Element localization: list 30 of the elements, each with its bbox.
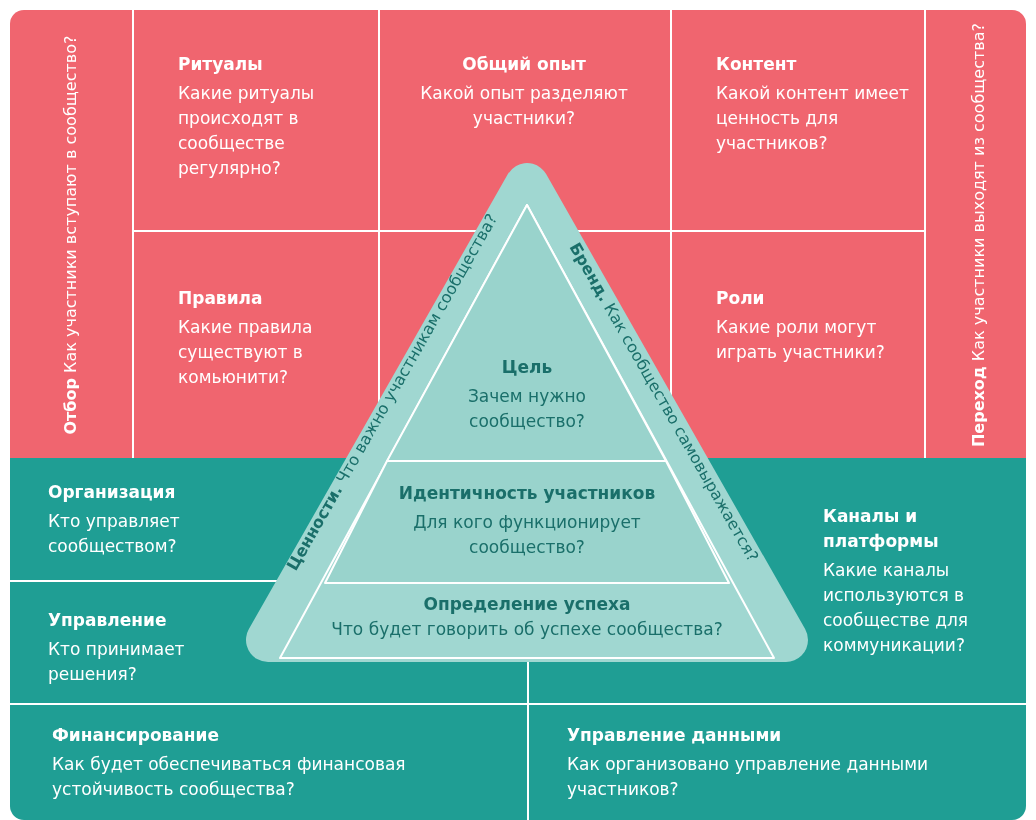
heading: Идентичность участников [397,482,657,505]
description: Кто принимает решения? [48,638,186,686]
heading: Общий опыт [461,53,587,76]
description: Что будет говорить об успехе сообщества? [330,618,724,641]
description: Зачем нужно сообщество? [466,385,588,433]
heading: Переход [968,366,988,447]
description: Какой опыт разделяют участники? [419,82,629,130]
heading: Организация [48,481,177,504]
heading: Цель [500,356,554,379]
description: Какие правила существуют в комьюнити? [178,316,314,389]
heading: Определение успеха [422,593,632,616]
description: Какие ритуалы происходят в сообществе регулярно? [178,82,316,180]
heading: Контент [716,53,798,76]
heading: Роли [716,287,766,310]
heading: Правила [178,287,264,310]
heading: Управление данными [567,724,783,747]
description: Какие роли могут играть участники? [716,316,886,364]
description: Как участники выходят из сообщества? [968,23,988,364]
heading: Ритуалы [178,53,264,76]
description: Кто управляет сообществом? [48,510,181,558]
description: Какой контент имеет ценность для участников? [716,82,910,155]
description: Как организовано управление данными участников? [567,753,930,801]
heading: Отбор [60,378,80,435]
description: Какие каналы используются в сообществе для коммуникации? [823,559,970,657]
description: Как участники вступают в сообщество? [60,35,80,375]
heading: Управление [48,609,168,632]
description: Для кого функционирует сообщество? [412,511,642,559]
heading: Финансирование [52,724,220,747]
heading: Каналы и платформы [823,505,940,553]
description: Как будет обеспечиваться финансовая устойчивость сообщества? [52,753,407,801]
